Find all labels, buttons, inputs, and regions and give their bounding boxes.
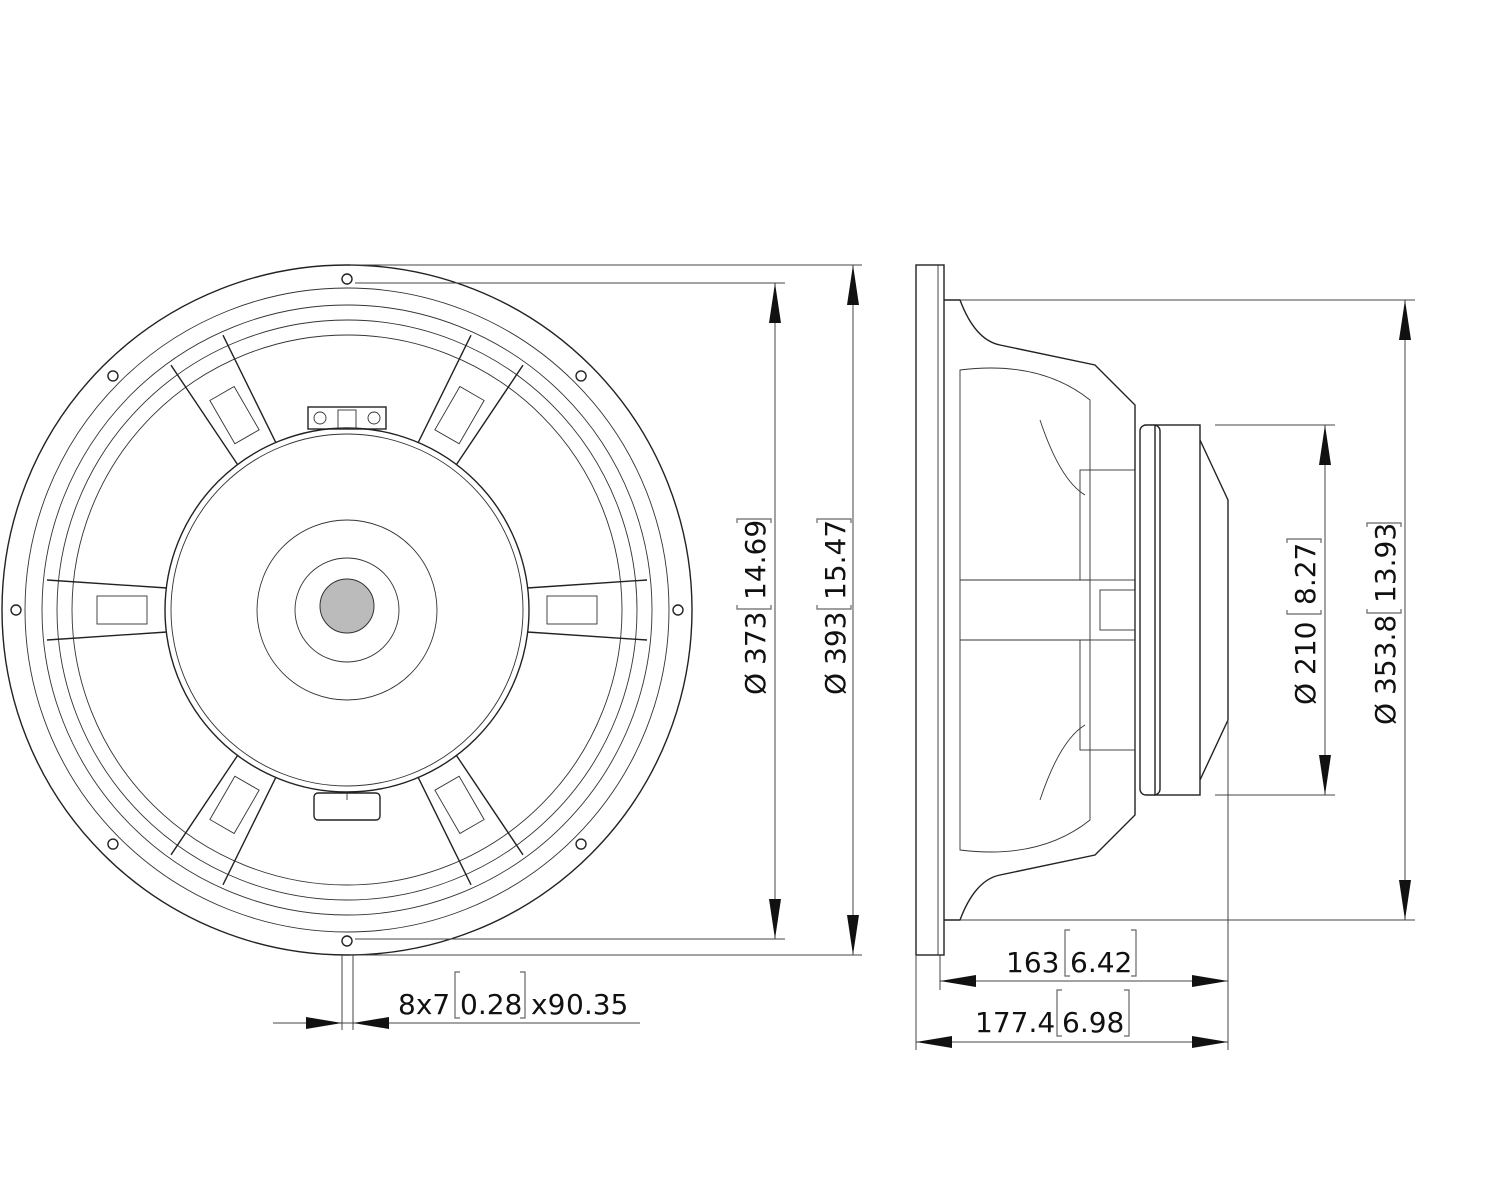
mounting-hole xyxy=(107,838,119,850)
spoke xyxy=(417,334,524,466)
svg-text:14.69: 14.69 xyxy=(739,520,772,600)
terminal-top xyxy=(307,406,387,430)
outer-frame-rim xyxy=(1,264,693,956)
dim-label-outer-diameter: Ø 393 15.47 xyxy=(816,518,852,695)
mounting-holes xyxy=(10,273,684,947)
svg-text:373: 373 xyxy=(739,612,772,665)
svg-text:0.35: 0.35 xyxy=(566,988,628,1021)
mounting-flange xyxy=(915,264,945,956)
svg-text:Ø: Ø xyxy=(1369,703,1402,725)
dim-label-cutout-diameter: Ø 353.8 13.93 xyxy=(1366,522,1402,725)
front-view xyxy=(1,264,693,956)
dim-label-magnet-diameter: Ø 210 8.27 xyxy=(1286,538,1322,705)
svg-text:Ø: Ø xyxy=(739,673,772,695)
dim-label-total-depth: 177.4 6.98 xyxy=(975,989,1130,1039)
spoke xyxy=(170,754,277,886)
top-plate xyxy=(1139,424,1161,796)
svg-text:15.47: 15.47 xyxy=(819,520,852,600)
spoke xyxy=(526,579,648,641)
magnet xyxy=(1154,424,1201,796)
mounting-hole xyxy=(107,370,119,382)
svg-text:Ø: Ø xyxy=(1289,683,1322,705)
mounting-hole xyxy=(672,604,684,616)
mounting-hole xyxy=(10,604,22,616)
spoke xyxy=(46,579,168,641)
back-plate xyxy=(1199,439,1229,781)
svg-text:0.28: 0.28 xyxy=(460,988,522,1021)
svg-text:Ø: Ø xyxy=(819,673,852,695)
mounting-hole xyxy=(341,935,353,947)
dim-label-depth-flange: 163 6.42 xyxy=(1006,929,1137,979)
dim-label-mounting-holes: 8x7 0.28 x9 0.35 xyxy=(398,971,628,1021)
svg-text:8.27: 8.27 xyxy=(1289,543,1322,605)
basket-spokes xyxy=(46,334,648,886)
mounting-hole xyxy=(341,273,353,285)
mounting-hole xyxy=(575,838,587,850)
spoke xyxy=(417,754,524,886)
svg-text:6.42: 6.42 xyxy=(1070,946,1132,979)
svg-text:353.8: 353.8 xyxy=(1369,615,1402,695)
svg-text:6.98: 6.98 xyxy=(1062,1006,1124,1039)
svg-text:13.93: 13.93 xyxy=(1369,523,1402,603)
svg-text:210: 210 xyxy=(1289,622,1322,675)
svg-text:8x7: 8x7 xyxy=(398,988,450,1021)
dim-label-inner-diameter: Ø 373 14.69 xyxy=(736,518,772,695)
svg-text:177.4: 177.4 xyxy=(975,1006,1055,1039)
svg-text:x9: x9 xyxy=(531,988,565,1021)
basket-profile xyxy=(944,299,1136,921)
svg-text:163: 163 xyxy=(1006,946,1059,979)
side-view xyxy=(915,264,1229,956)
svg-text:393: 393 xyxy=(819,612,852,665)
spoke xyxy=(170,334,277,466)
mounting-hole xyxy=(575,370,587,382)
vent-mesh xyxy=(319,578,375,634)
dimension-lines xyxy=(273,264,1415,1050)
terminal-bottom xyxy=(313,792,381,821)
